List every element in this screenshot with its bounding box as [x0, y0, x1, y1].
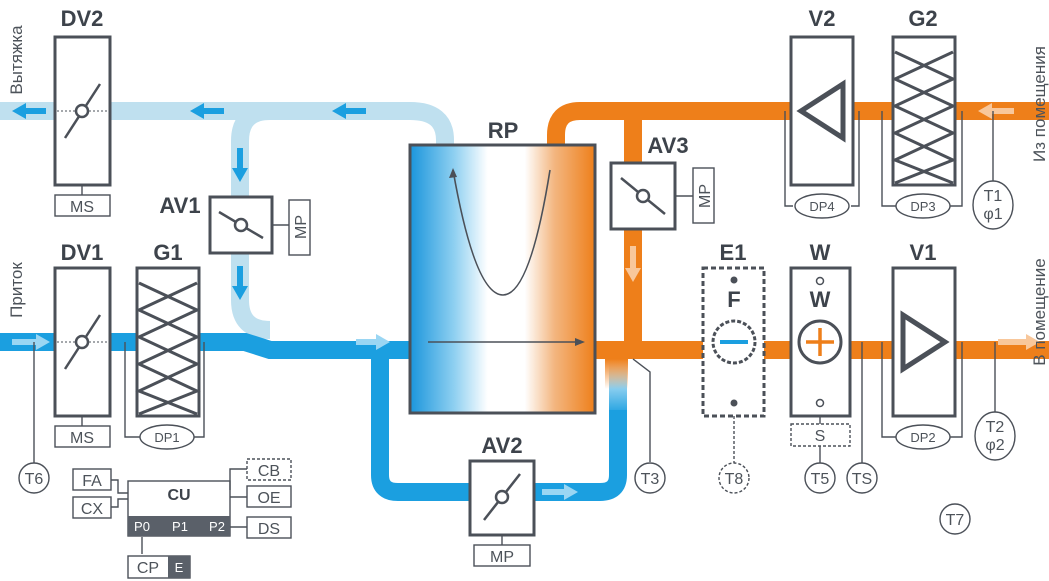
ts-label: TS	[852, 471, 872, 488]
av1-actuator-box	[288, 199, 311, 256]
dv2-title: DV2	[61, 6, 104, 31]
output-cb: CB	[258, 463, 280, 480]
dp3-sensor	[895, 193, 951, 219]
dp1-label: DP1	[154, 430, 179, 445]
label-exhaust-out: Вытяжка	[7, 25, 26, 95]
heater-e1[interactable]: F	[701, 266, 766, 418]
dp4-label: DP4	[809, 199, 834, 214]
dv1-actuator: MS	[70, 430, 94, 447]
label-supply-in: Приток	[7, 262, 26, 318]
dp2-label: DP2	[910, 430, 935, 445]
phi2-label: φ2	[985, 437, 1004, 454]
damper-dv1[interactable]	[53, 266, 112, 418]
av1-actuator: MP	[293, 215, 310, 239]
e1-symbol: F	[727, 287, 740, 312]
dv1-title: DV1	[61, 240, 104, 265]
cu-port-p0: P0	[134, 519, 150, 534]
control-panel-cp[interactable]: CP E	[127, 555, 191, 579]
heat-exchanger-rp[interactable]	[408, 143, 597, 415]
controller-cu[interactable]: CU P0 P1 P2	[127, 480, 231, 537]
dp2-sensor	[895, 424, 951, 450]
rp-title: RP	[488, 118, 519, 143]
av1-title: AV1	[159, 193, 200, 218]
heater-w[interactable]: W	[789, 266, 852, 418]
filter-g2[interactable]	[891, 35, 957, 187]
phi1-label: φ1	[983, 206, 1002, 223]
t2-label: T2	[986, 419, 1005, 436]
t7-label: T7	[946, 512, 965, 529]
fan-v1[interactable]	[891, 266, 957, 418]
ts-sensor	[846, 462, 878, 494]
input-cx: CX	[81, 501, 104, 518]
cu-port-p2: P2	[209, 519, 225, 534]
v1-title: V1	[910, 240, 937, 265]
t2-phi2-sensor	[974, 411, 1016, 461]
label-room-in: В помещение	[1030, 258, 1049, 365]
av3-actuator: MP	[697, 184, 714, 208]
dp4-sensor	[794, 193, 850, 219]
fan-v2[interactable]	[789, 35, 855, 187]
t8-label: T8	[725, 471, 744, 488]
dv1-actuator-box	[54, 425, 111, 448]
t5-sensor	[804, 462, 836, 494]
flow-arrows	[12, 103, 1040, 500]
w-symbol: W	[810, 287, 831, 312]
label-room-out: Из помещения	[1030, 46, 1049, 162]
cu-title: CU	[167, 487, 190, 504]
output-cb-box	[246, 458, 292, 481]
g2-title: G2	[908, 6, 937, 31]
av2-actuator-box	[473, 544, 531, 567]
v2-title: V2	[809, 6, 836, 31]
w-sensor: S	[815, 428, 826, 445]
valve-av3[interactable]	[609, 161, 677, 231]
t8-sensor	[718, 462, 750, 494]
dv2-actuator: MS	[70, 199, 94, 216]
t1-phi1-sensor	[972, 180, 1014, 230]
filter-g1[interactable]	[135, 266, 201, 418]
t7-sensor	[939, 503, 971, 535]
e1-title: E1	[720, 240, 747, 265]
g1-title: G1	[153, 240, 182, 265]
cp-tag: E	[175, 560, 184, 575]
damper-dv2[interactable]	[53, 35, 112, 187]
cu-port-p1: P1	[172, 519, 188, 534]
dv2-actuator-box	[54, 194, 111, 217]
av2-title: AV2	[481, 433, 522, 458]
valve-av1[interactable]	[208, 195, 274, 255]
output-ds: DS	[258, 521, 280, 538]
duct-exhaust-light	[0, 102, 454, 339]
cp-label: CP	[137, 560, 159, 577]
t3-label: T3	[641, 471, 660, 488]
dp1-sensor	[139, 424, 195, 450]
t1-label: T1	[984, 188, 1003, 205]
t3-sensor	[634, 462, 666, 494]
t5-label: T5	[811, 471, 830, 488]
valve-av2[interactable]	[468, 459, 536, 537]
av2-actuator: MP	[490, 549, 514, 566]
output-oe: OE	[257, 490, 280, 507]
t6-label: T6	[25, 471, 44, 488]
t6-sensor	[18, 462, 50, 494]
av3-title: AV3	[647, 133, 688, 158]
dp3-label: DP3	[910, 199, 935, 214]
input-fa: FA	[82, 473, 102, 490]
w-title: W	[810, 240, 831, 265]
